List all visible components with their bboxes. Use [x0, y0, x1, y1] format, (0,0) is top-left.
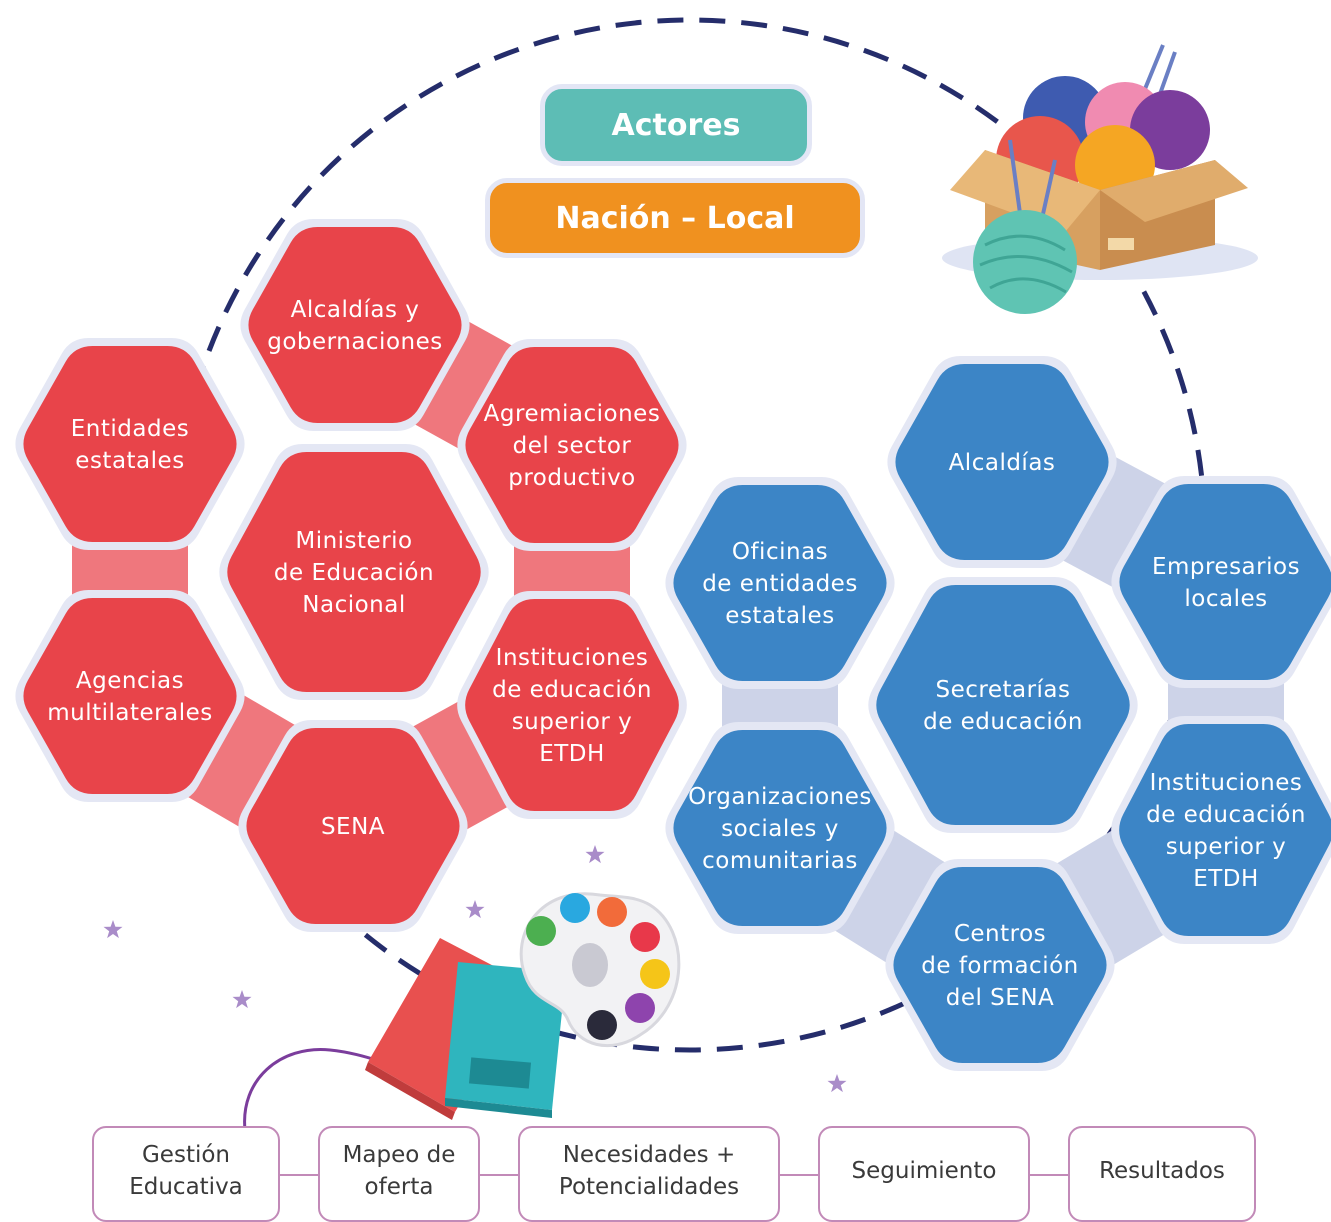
national-actor-hexagon-label: Alcaldías y: [291, 297, 420, 323]
local-actor-hexagon-label: Centros: [954, 921, 1046, 947]
step-connector: [1028, 1174, 1070, 1176]
national-actor-hexagon-label: de educación: [492, 677, 652, 703]
star-icon: [465, 900, 485, 919]
local-actor-hexagon-label: Alcaldías: [949, 450, 1056, 476]
national-actor-hexagon-label: Agencias: [76, 668, 184, 694]
local-actor-hexagon: Centros de formación del SENA: [885, 859, 1115, 1071]
local-actor-hexagon-label: locales: [1184, 586, 1267, 612]
national-actor-hexagon-shape: [465, 599, 679, 811]
national-actor-hexagon-label: gobernaciones: [267, 329, 442, 355]
local-actor-hexagon-label: de educación: [1146, 802, 1306, 828]
local-actor-hexagon-label: Empresarios: [1152, 554, 1300, 580]
local-actor-hexagon: Oficinas de entidades estatales: [665, 477, 895, 689]
local-actor-hexagon-label: superior y: [1166, 834, 1287, 860]
national-actor-hexagon-label: estatales: [75, 448, 184, 474]
paint-palette-icon: [519, 892, 681, 1048]
national-actor-hexagon: Entidades estatales: [15, 338, 245, 550]
step-necesidades-potencialidades[interactable]: Necesidades + Potencialidades: [518, 1126, 780, 1222]
local-actor-hexagon: Instituciones de educación superior y ETDH: [1111, 716, 1331, 944]
national-actor-hexagon-label: de Educación: [274, 560, 434, 586]
step-gestion-educativa[interactable]: Gestión Educativa: [92, 1126, 280, 1222]
local-actor-hexagon-shape: [673, 485, 887, 681]
local-actor-hexagon-label: del SENA: [946, 985, 1055, 1011]
local-actor-hexagon-label: Secretarías: [935, 677, 1070, 703]
local-actor-hexagon: Secretarías de educación: [868, 577, 1138, 833]
star-icon: [103, 845, 847, 1093]
national-actor-hexagon: Agencias multilaterales: [15, 590, 245, 802]
yarn-box-icon: [942, 44, 1258, 314]
national-actor-hexagon-shape: [246, 728, 460, 924]
actores-pill: Actores: [540, 84, 812, 166]
nacion-local-pill: Nación – Local: [485, 178, 865, 258]
local-actor-hexagon-shape: [893, 867, 1107, 1063]
star-icon: [232, 990, 252, 1009]
local-actor-hexagon-label: de entidades: [702, 571, 858, 597]
local-actor-hexagon-label: sociales y: [721, 816, 839, 842]
local-actor-hexagon-label: de formación: [921, 953, 1078, 979]
national-actor-hexagon-shape: [23, 598, 237, 794]
step-resultados[interactable]: Resultados: [1068, 1126, 1256, 1222]
national-actor-hexagon-label: multilaterales: [47, 700, 213, 726]
local-actor-hexagon-shape: [876, 585, 1130, 825]
local-actor-hexagon-label: ETDH: [1193, 866, 1259, 892]
national-actor-hexagon-label: Instituciones: [496, 645, 649, 671]
step-connector: [778, 1174, 820, 1176]
local-actor-hexagon-label: Oficinas: [732, 539, 828, 565]
local-actor-hexagon-label: estatales: [725, 603, 834, 629]
books-icon: [243, 938, 566, 1131]
local-actor-hexagon-shape: [895, 364, 1109, 560]
star-icon: [827, 1074, 847, 1093]
star-icon: [103, 920, 123, 939]
local-actor-hexagon-label: Instituciones: [1150, 770, 1303, 796]
national-actor-hexagon-shape: [248, 227, 462, 423]
national-actor-hexagon-shape: [23, 346, 237, 542]
star-icon: [585, 845, 605, 864]
local-actor-hexagon-shape: [673, 730, 887, 926]
local-actor-hexagon-shape: [1119, 484, 1331, 680]
national-actor-hexagon-label: ETDH: [539, 741, 605, 767]
national-actor-hexagon-label: Nacional: [302, 592, 405, 618]
national-actor-hexagon-label: Ministerio: [295, 528, 412, 554]
national-actor-hexagon-shape: [227, 452, 481, 692]
national-actor-hexagon: SENA: [238, 720, 468, 932]
national-actor-hexagon-label: del sector: [513, 433, 632, 459]
national-actor-hexagon-label: Entidades: [71, 416, 189, 442]
national-actor-hexagon: Agremiaciones del sector productivo: [457, 339, 687, 551]
step-seguimiento[interactable]: Seguimiento: [818, 1126, 1030, 1222]
national-actor-hexagon: Instituciones de educación superior y ETDH: [457, 591, 687, 819]
step-connector: [478, 1174, 520, 1176]
national-actor-hexagon-label: productivo: [508, 465, 636, 491]
local-actor-hexagon: Alcaldías: [887, 356, 1117, 568]
local-actor-hexagon-shape: [1119, 724, 1331, 936]
step-mapeo-de-oferta[interactable]: Mapeo de oferta: [318, 1126, 480, 1222]
local-actor-hexagon: Empresarios locales: [1111, 476, 1331, 688]
national-actor-hexagon-label: superior y: [512, 709, 633, 735]
national-actor-hexagon-shape: [465, 347, 679, 543]
local-actor-hexagon-label: Organizaciones: [688, 784, 872, 810]
local-actor-hexagon-label: de educación: [923, 709, 1083, 735]
step-connector: [278, 1174, 320, 1176]
local-actor-hexagon-label: comunitarias: [702, 848, 858, 874]
local-actor-hexagon: Organizaciones sociales y comunitarias: [665, 722, 895, 934]
national-actor-hexagon: Alcaldías y gobernaciones: [240, 219, 470, 431]
national-actor-hexagon-label: Agremiaciones: [484, 401, 661, 427]
national-actor-hexagon-label: SENA: [321, 814, 385, 840]
